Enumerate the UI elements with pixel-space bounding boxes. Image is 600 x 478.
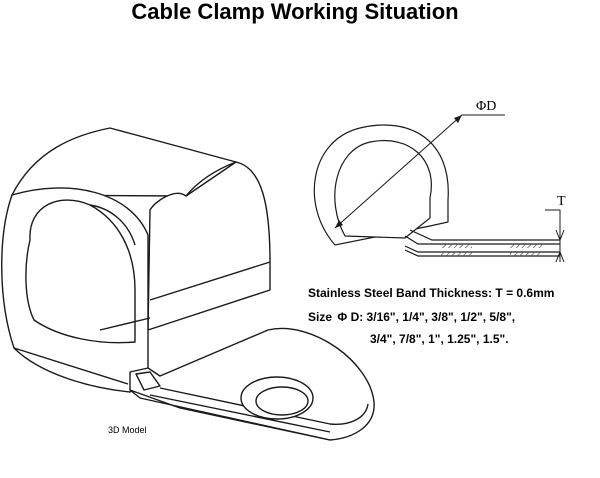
size-values-line2: 3/4", 7/8", 1", 1.25", 1.5".	[370, 332, 509, 346]
clamp-3d-model	[1, 127, 375, 441]
size-spec: Size Φ D: 3/16", 1/4", 3/8", 1/2", 5/8",…	[308, 310, 515, 346]
clamp-section-view	[313, 114, 565, 263]
page-title: Cable Clamp Working Situation	[131, 0, 458, 24]
diameter-symbol: Φ	[337, 310, 347, 324]
thickness-dimension-label: T	[557, 194, 566, 209]
size-prefix: Size	[308, 310, 332, 324]
size-values-line1: D: 3/16", 1/4", 3/8", 1/2", 5/8",	[351, 310, 516, 324]
band-thickness-spec: Stainless Steel Band Thickness: T = 0.6m…	[308, 286, 554, 300]
diameter-dimension-label: ΦD	[476, 99, 496, 114]
model-caption: 3D Model	[108, 425, 147, 435]
svg-text:Size Φ D: 3/16", 1: Size Φ D: 3/16", 1/4", 3/8", 1/2", 5/8",	[308, 310, 515, 324]
